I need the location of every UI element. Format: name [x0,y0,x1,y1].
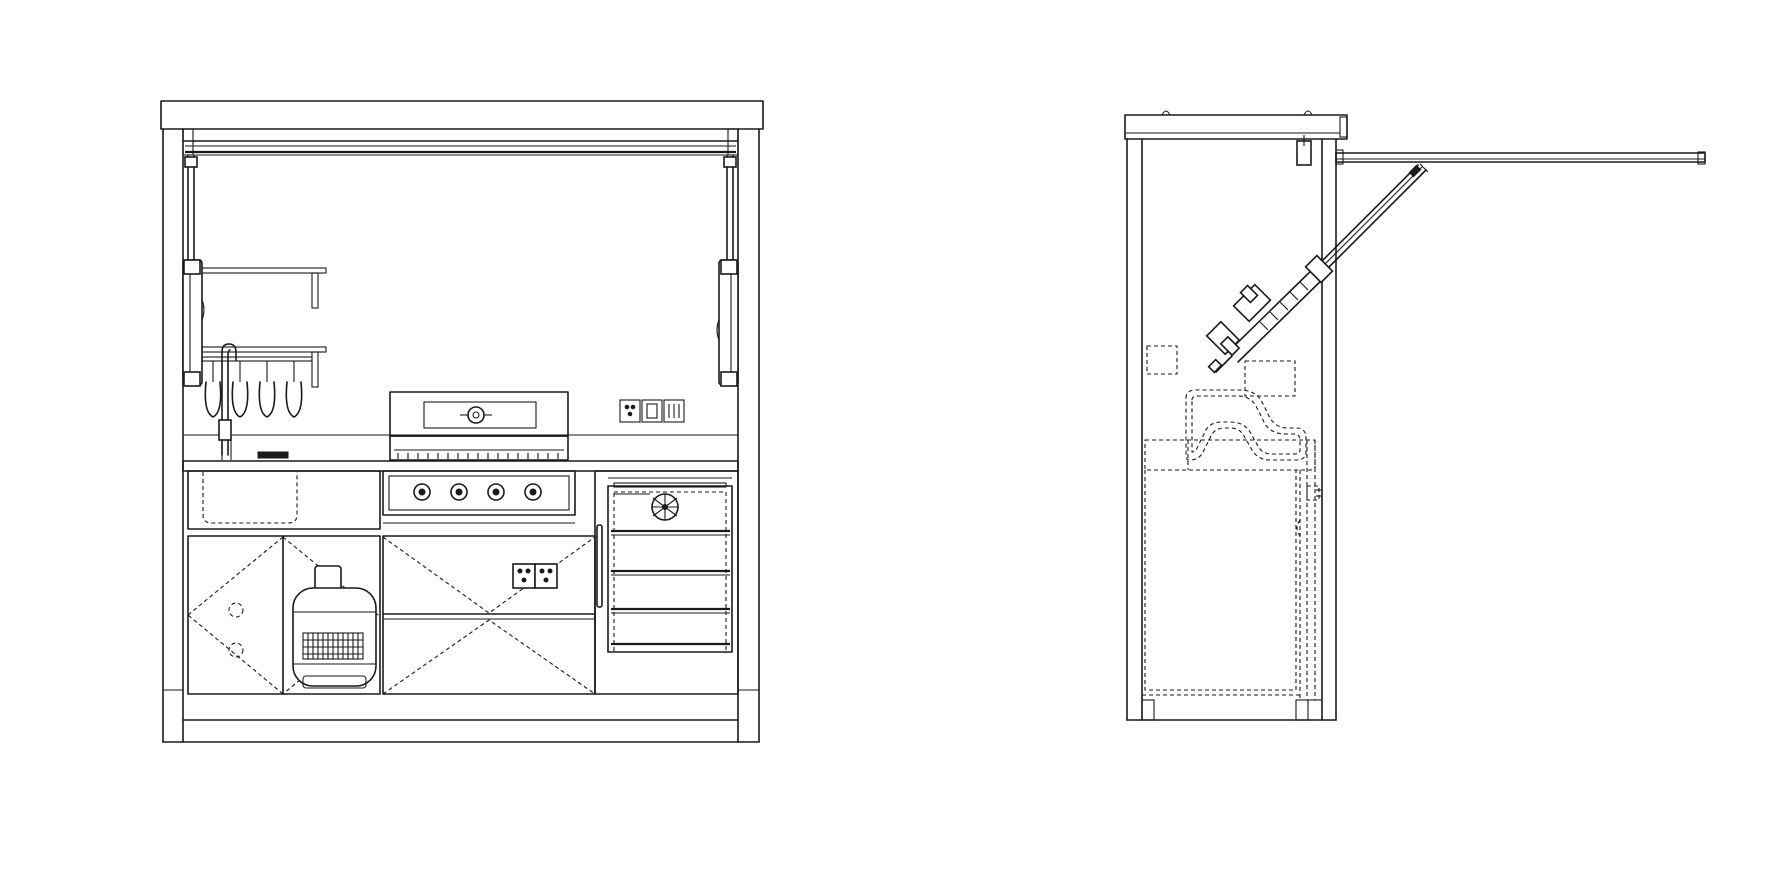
lift-strut-left [182,155,205,387]
fan-icon [651,493,679,521]
cabinet-doors [187,535,596,696]
canopy-roof [182,128,739,156]
extended-roof-panel [1335,149,1706,165]
side-view [1124,110,1706,721]
grill-outline-hidden [1185,389,1307,461]
sink-basin [187,470,381,537]
grill-knob [450,483,468,501]
fridge-shelf [611,529,730,536]
faucet [218,343,289,460]
fridge-shelf [611,569,730,576]
wine-glass [204,361,222,418]
gas-grill [382,391,576,524]
gas-cylinder [292,565,377,689]
wine-glass [231,361,249,418]
grill-knob [413,483,431,501]
grill-knob [524,483,542,501]
cabinet-body [1126,135,1337,721]
wall-sockets [512,563,558,589]
gas-strut [1317,163,1429,271]
grill-knob [487,483,505,501]
beverage-fridge [607,477,733,653]
fridge-handle [596,524,603,608]
wall-socket-panel [619,399,685,423]
interior-hidden-lines [1142,345,1322,700]
fridge-shelf [611,607,730,614]
wine-glass-rack [201,356,313,418]
wine-glass [258,361,276,418]
electric-actuator [1205,254,1334,374]
lift-strut-right [716,155,739,387]
roof-panel [1124,114,1348,140]
front-view [160,100,764,743]
roof-hinges [1161,110,1313,116]
counter-top [182,460,739,472]
wine-glass [285,361,303,418]
lower-cabinet [187,470,739,695]
wall-shelves [201,267,327,388]
